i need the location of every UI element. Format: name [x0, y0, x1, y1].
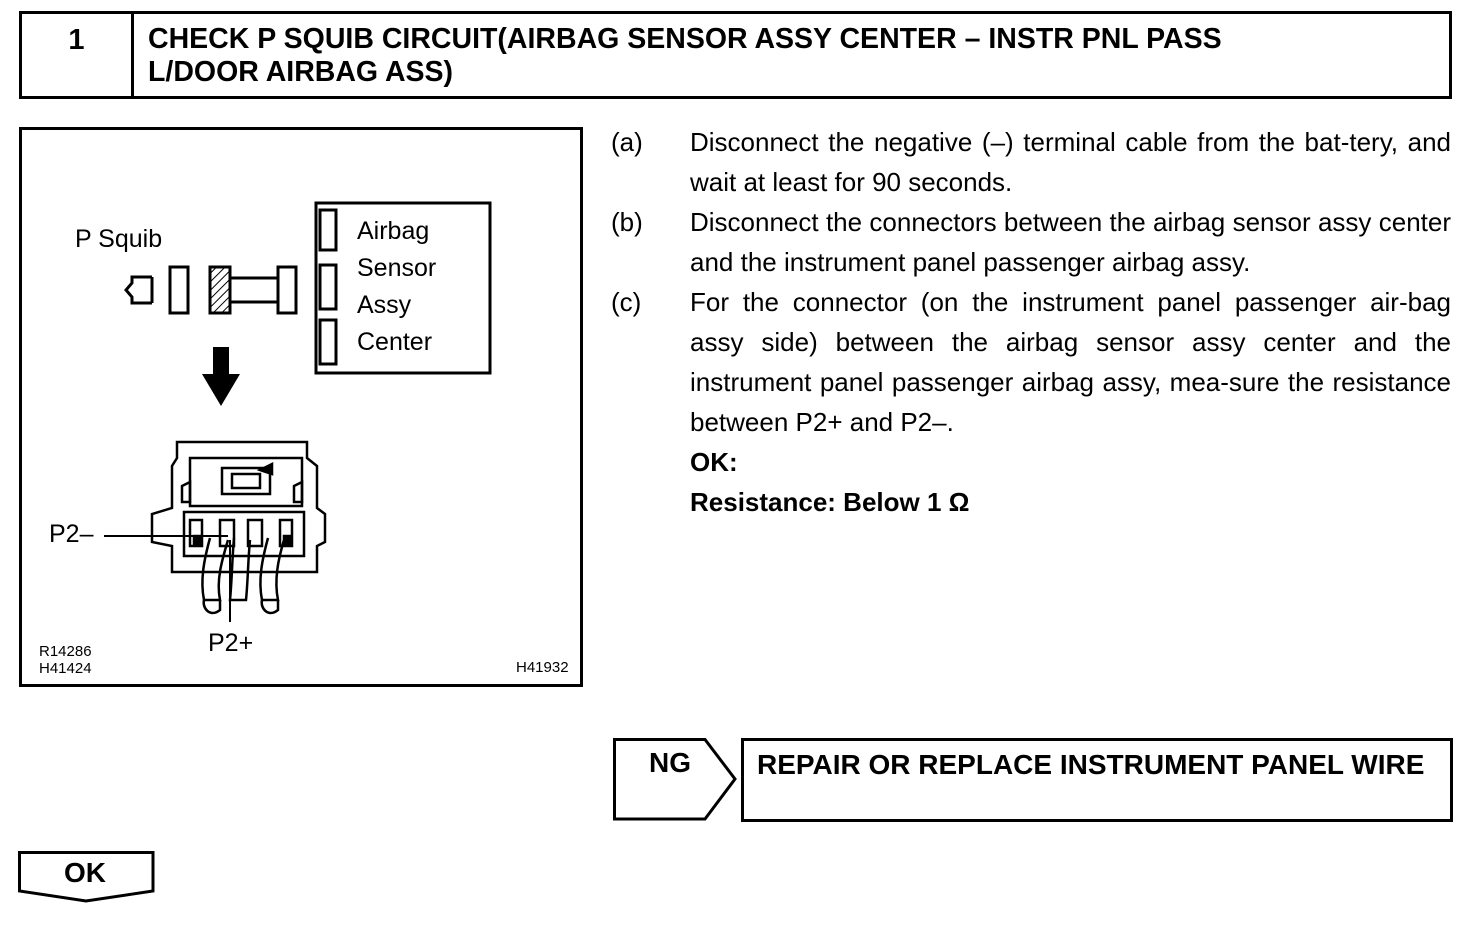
ok-indicator: OK — [18, 851, 158, 903]
diagram-illustration — [104, 201, 492, 622]
step-c-text: For the connector (on the instrument pan… — [690, 287, 1451, 437]
sensor-box-icon — [314, 201, 492, 375]
ok-label: OK — [64, 857, 106, 888]
p2-plus-label: P2+ — [208, 629, 254, 657]
figure-code-left-1: R14286 — [39, 643, 92, 660]
ng-arrow-icon — [613, 738, 737, 821]
step-a: (a) Disconnect the negative (–) terminal… — [611, 122, 1451, 202]
ng-action-text: REPAIR OR REPLACE INSTRUMENT PANEL WIRE — [757, 749, 1425, 780]
step-c: (c) For the connector (on the instrument… — [611, 282, 1451, 442]
ng-action-box: REPAIR OR REPLACE INSTRUMENT PANEL WIRE — [741, 738, 1453, 822]
sensor-label-sensor: Sensor — [357, 254, 437, 282]
p2-minus-label: P2– — [49, 520, 94, 548]
step-b-text: Disconnect the connectors between the ai… — [690, 207, 1451, 277]
step-title: CHECK P SQUIB CIRCUIT(AIRBAG SENSOR ASSY… — [134, 14, 1449, 96]
procedure-steps: (a) Disconnect the negative (–) terminal… — [611, 122, 1451, 522]
spec-resistance: Resistance: Below 1 Ω — [690, 487, 970, 517]
connector-face-icon — [150, 440, 327, 615]
sensor-label-assy: Assy — [357, 291, 412, 319]
step-c-letter: (c) — [611, 287, 642, 317]
connector-diagram: P Squib Airbag Sensor Assy Center P2– P2… — [19, 127, 583, 687]
p-squib-label: P Squib — [75, 225, 163, 253]
step-title-line-2: L/DOOR AIRBAG ASS) — [148, 56, 454, 88]
step-b: (b) Disconnect the connectors between th… — [611, 202, 1451, 282]
squib-connector-icon — [124, 265, 298, 315]
ok-arrow-icon — [18, 851, 155, 903]
step-a-letter: (a) — [611, 127, 643, 157]
step-title-line-1: CHECK P SQUIB CIRCUIT(AIRBAG SENSOR ASSY… — [148, 23, 1222, 55]
step-a-text: Disconnect the negative (–) terminal cab… — [690, 127, 1451, 197]
sensor-label-airbag: Airbag — [357, 217, 430, 245]
ng-indicator: NG — [613, 738, 739, 822]
arrow-down-icon — [202, 347, 240, 406]
figure-code-right: H41932 — [516, 659, 569, 676]
step-header: 1 CHECK P SQUIB CIRCUIT(AIRBAG SENSOR AS… — [19, 11, 1452, 99]
figure-code-left-2: H41424 — [39, 660, 92, 677]
sensor-label-center: Center — [357, 328, 433, 356]
step-b-letter: (b) — [611, 207, 643, 237]
step-number: 1 — [22, 14, 134, 96]
ng-label: NG — [649, 747, 691, 778]
spec-ok-label: OK: — [690, 447, 738, 477]
